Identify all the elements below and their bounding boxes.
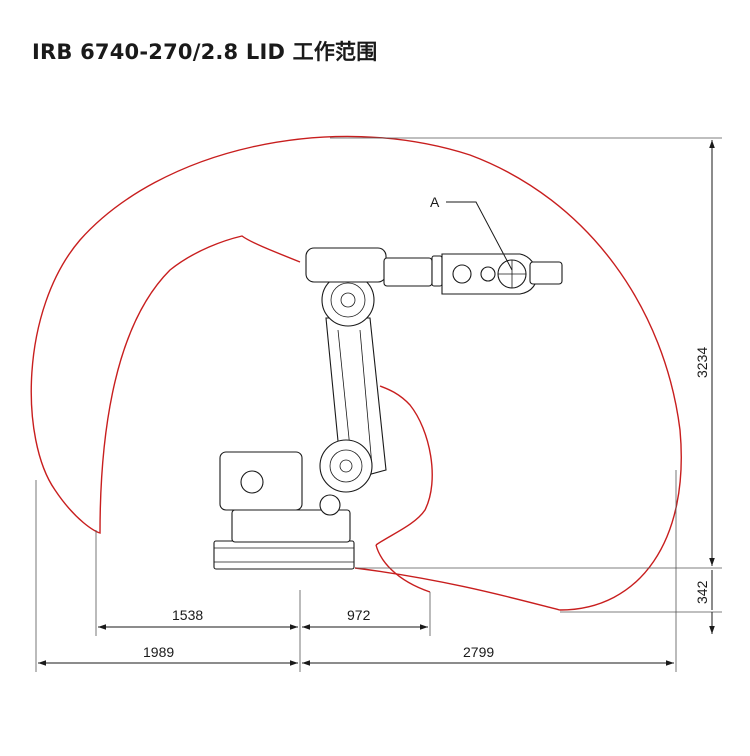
robot-base [213, 540, 355, 570]
dim-upper-left: 1538 [172, 607, 203, 623]
dim-lower-right: 2799 [463, 644, 494, 660]
robot-shoulder-joint [319, 439, 373, 493]
inner-envelope [375, 385, 433, 546]
page-title: IRB 6740-270/2.8 LID 工作范围 [32, 40, 378, 64]
dim-upper-right: 972 [347, 607, 371, 623]
dim-vertical-base: 342 [694, 580, 710, 604]
robot-illustration [213, 247, 563, 570]
point-a-leader [446, 201, 513, 271]
dim-vertical-height: 3234 [694, 347, 710, 378]
reach-envelope [30, 135, 682, 611]
envelope-tail [375, 544, 431, 593]
robot-upper-arm-housing [305, 247, 387, 283]
dim-lower-left: 1989 [143, 644, 174, 660]
robot-forearm [383, 257, 433, 287]
robot-flange [529, 261, 563, 285]
point-a-label: A [430, 194, 440, 210]
robot-motor-cap [240, 470, 264, 494]
